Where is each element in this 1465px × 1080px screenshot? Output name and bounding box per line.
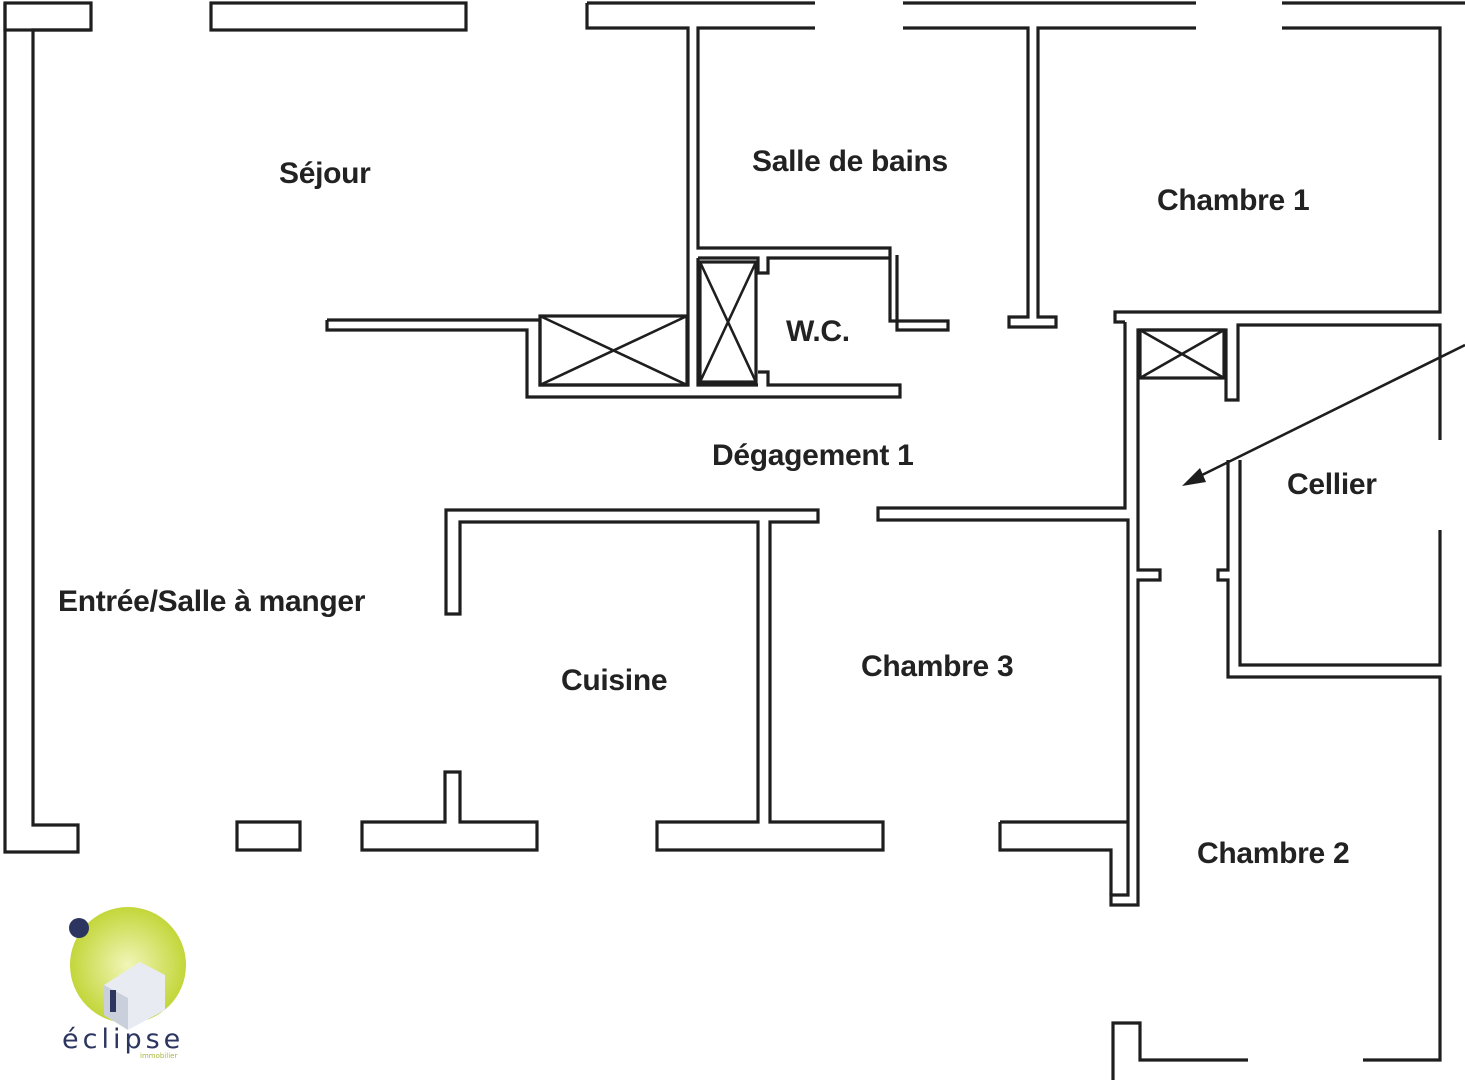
logo-dot-icon bbox=[69, 918, 89, 938]
wall-wc bbox=[696, 256, 890, 387]
arrow-line bbox=[1195, 343, 1465, 480]
room-label-sejour: Séjour bbox=[279, 157, 371, 190]
walls bbox=[3, 1, 1465, 1080]
wall-top-bath bbox=[585, 1, 950, 332]
room-label-entree-salle-a-manger: Entrée/Salle à manger bbox=[58, 585, 366, 618]
shaft-left-cross bbox=[539, 314, 688, 387]
room-label-chambre-1: Chambre 1 bbox=[1157, 184, 1309, 217]
wall-top-sejour bbox=[209, 1, 468, 32]
wall-top-right bbox=[1113, 1, 1465, 324]
wall-left bbox=[3, 3, 91, 854]
shaft-wc-cross bbox=[698, 261, 758, 383]
room-label-degagement-1: Dégagement 1 bbox=[712, 439, 913, 472]
shaft-cellier-cross bbox=[1139, 328, 1225, 380]
arrow-head-icon bbox=[1182, 468, 1206, 486]
shaft-left bbox=[538, 314, 689, 387]
shaft-wc bbox=[698, 260, 758, 384]
logo-tagline: immobilier bbox=[140, 1052, 177, 1060]
room-label-salle-de-bains: Salle de bains bbox=[752, 145, 948, 178]
wall-corridor bbox=[876, 322, 1442, 907]
wall-top-chambre1 bbox=[903, 1, 1196, 329]
room-label-chambre-2: Chambre 2 bbox=[1197, 837, 1349, 870]
room-label-wc: W.C. bbox=[786, 315, 850, 348]
wall-kitchen bbox=[444, 508, 885, 852]
eclipse-logo: éclipse immobilier bbox=[62, 907, 186, 1060]
wall-cellier bbox=[1111, 460, 1442, 1080]
wall-top-left bbox=[3, 1, 93, 32]
room-label-cuisine: Cuisine bbox=[561, 664, 667, 697]
shaft-cellier bbox=[1138, 328, 1226, 380]
room-labels: Séjour Salle de bains Chambre 1 W.C. Dég… bbox=[58, 145, 1378, 870]
logo-name: éclipse bbox=[62, 1024, 184, 1055]
room-label-chambre-3: Chambre 3 bbox=[861, 650, 1013, 683]
logo-bar-icon bbox=[110, 990, 116, 1012]
wall-bottom-segments bbox=[235, 770, 1128, 895]
room-label-cellier: Cellier bbox=[1287, 468, 1377, 501]
